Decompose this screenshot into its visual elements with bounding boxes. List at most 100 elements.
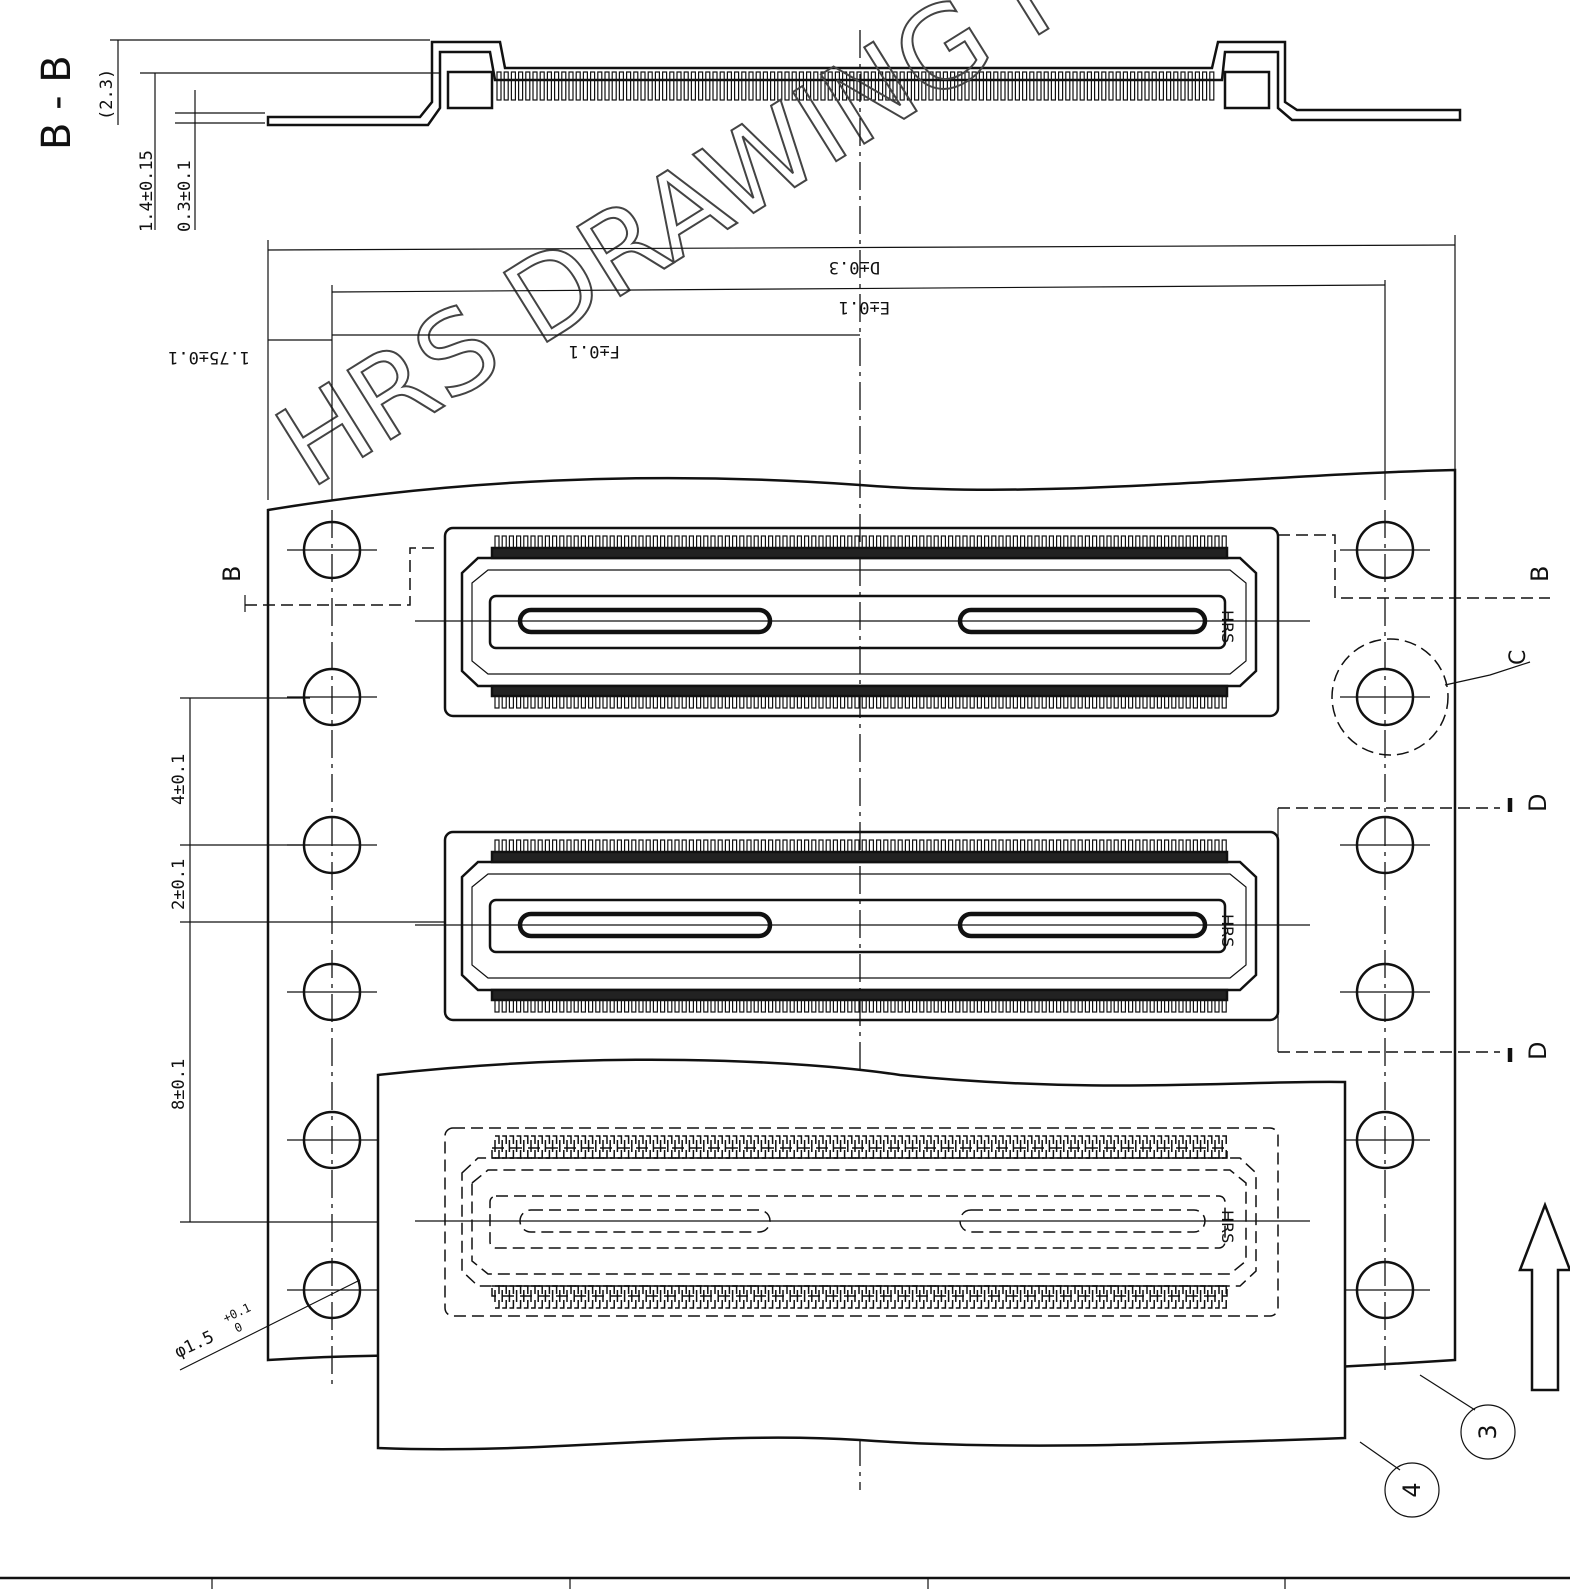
- contact-bottom: [703, 1285, 709, 1309]
- connector-slot: [489, 1195, 1226, 1249]
- contact-bottom: [1185, 1285, 1191, 1309]
- section-tooth: [964, 71, 970, 101]
- connector-middle: HRS: [415, 830, 1310, 1022]
- contact-top: [854, 1135, 860, 1159]
- section-tooth: [748, 71, 754, 101]
- section-tooth: [525, 71, 531, 101]
- contact-bottom: [1077, 1285, 1083, 1309]
- section-tooth: [1000, 71, 1006, 101]
- dim-edge: 1.75±0.1: [168, 347, 250, 367]
- section-tooth: [863, 71, 869, 101]
- contact-bottom: [1221, 1285, 1227, 1309]
- dim-pitch-4: 4±0.1: [169, 754, 189, 805]
- contact-top: [587, 1135, 594, 1159]
- connector-under-cover-tape: HRS: [415, 1127, 1310, 1317]
- section-tooth: [985, 71, 992, 101]
- section-contact-teeth: [496, 71, 1215, 101]
- contact-band-top: [491, 1147, 1228, 1159]
- contact-top: [1055, 1135, 1062, 1159]
- section-tooth: [647, 71, 653, 101]
- contact-top: [1019, 1135, 1026, 1159]
- section-tooth: [517, 71, 524, 101]
- contact-bottom: [573, 1285, 579, 1309]
- contact-bottom: [1027, 1285, 1033, 1309]
- connector-frame: [460, 860, 1258, 992]
- section-tooth: [568, 71, 574, 101]
- section-tooth: [705, 71, 711, 101]
- section-tooth: [532, 71, 538, 101]
- contact-top: [1127, 1135, 1134, 1159]
- watermark: HRS DRAWING FOR REF: [255, 0, 1450, 513]
- section-tooth: [1093, 71, 1100, 101]
- contact-band-top: [490, 850, 1229, 864]
- section-tooth: [719, 71, 725, 101]
- section-tooth: [791, 71, 797, 101]
- section-tooth: [575, 71, 581, 101]
- contact-top: [746, 1135, 752, 1159]
- section-tooth: [611, 71, 617, 101]
- cover-tape-outline: [376, 1058, 1347, 1451]
- section-tooth: [784, 71, 790, 101]
- contact-top: [911, 1135, 918, 1159]
- contact-bottom: [681, 1285, 687, 1309]
- section-tooth: [1043, 71, 1049, 101]
- section-tooth: [1036, 71, 1042, 101]
- section-tooth: [805, 71, 812, 101]
- section-tooth: [1129, 71, 1136, 101]
- section-tooth: [496, 71, 502, 101]
- contact-top: [731, 1135, 738, 1159]
- section-tooth: [885, 71, 891, 101]
- sprocket-holes: [287, 520, 1430, 1320]
- section-mark-d-top: D: [1524, 794, 1552, 812]
- section-tooth: [1014, 71, 1021, 101]
- section-tooth: [582, 71, 589, 101]
- section-tooth: [1201, 71, 1208, 101]
- section-tape-profile: [266, 40, 1462, 127]
- contact-bottom: [969, 1285, 975, 1309]
- section-tooth: [625, 71, 632, 101]
- contact-bottom: [1135, 1285, 1141, 1309]
- section-tooth: [1101, 71, 1107, 101]
- connector-frame: [461, 1157, 1257, 1287]
- contact-top: [818, 1135, 824, 1159]
- section-tooth: [841, 71, 848, 101]
- title-strip: [0, 1576, 1570, 1589]
- section-tooth: [726, 71, 733, 101]
- detail-c-circle: [1331, 638, 1449, 756]
- contact-bottom: [1099, 1285, 1105, 1309]
- section-tooth: [935, 71, 941, 101]
- section-tooth: [1180, 71, 1186, 101]
- connector-top: HRS: [415, 526, 1310, 718]
- contact-top: [551, 1135, 558, 1159]
- contact-top: [695, 1135, 702, 1159]
- balloon-cover-tape: [1384, 1462, 1440, 1518]
- section-tooth: [712, 71, 718, 101]
- connector-logo: HRS: [1218, 914, 1237, 947]
- contact-band-bottom: [491, 1285, 1228, 1297]
- section-tooth: [957, 71, 963, 101]
- connector-frame-inner: [471, 873, 1247, 979]
- contact-top: [1214, 1135, 1220, 1159]
- section-tooth: [777, 71, 783, 101]
- contact-top: [782, 1135, 788, 1159]
- section-tooth: [604, 71, 610, 101]
- section-tooth: [589, 71, 596, 101]
- contact-bottom: [897, 1285, 903, 1309]
- section-tooth: [849, 71, 855, 101]
- section-tooth: [762, 71, 769, 101]
- detail-c-label: C: [1506, 650, 1531, 665]
- contact-bottom: [1041, 1285, 1047, 1309]
- dim-hole-dia: φ1.5: [172, 1327, 218, 1362]
- section-tooth: [1050, 71, 1057, 101]
- section-view-label: B - B: [34, 55, 80, 150]
- contact-bottom: [847, 1285, 853, 1309]
- contact-bottom: [811, 1285, 817, 1309]
- contact-bottom: [753, 1285, 759, 1309]
- balloon-cover-tape-label: 4: [1398, 1482, 1426, 1497]
- dim-hole-tol-low: 0: [232, 1320, 244, 1336]
- contact-top: [767, 1135, 774, 1159]
- section-tooth: [1079, 71, 1085, 101]
- contact-top: [674, 1135, 680, 1159]
- balloons: 3 4: [1359, 1374, 1516, 1518]
